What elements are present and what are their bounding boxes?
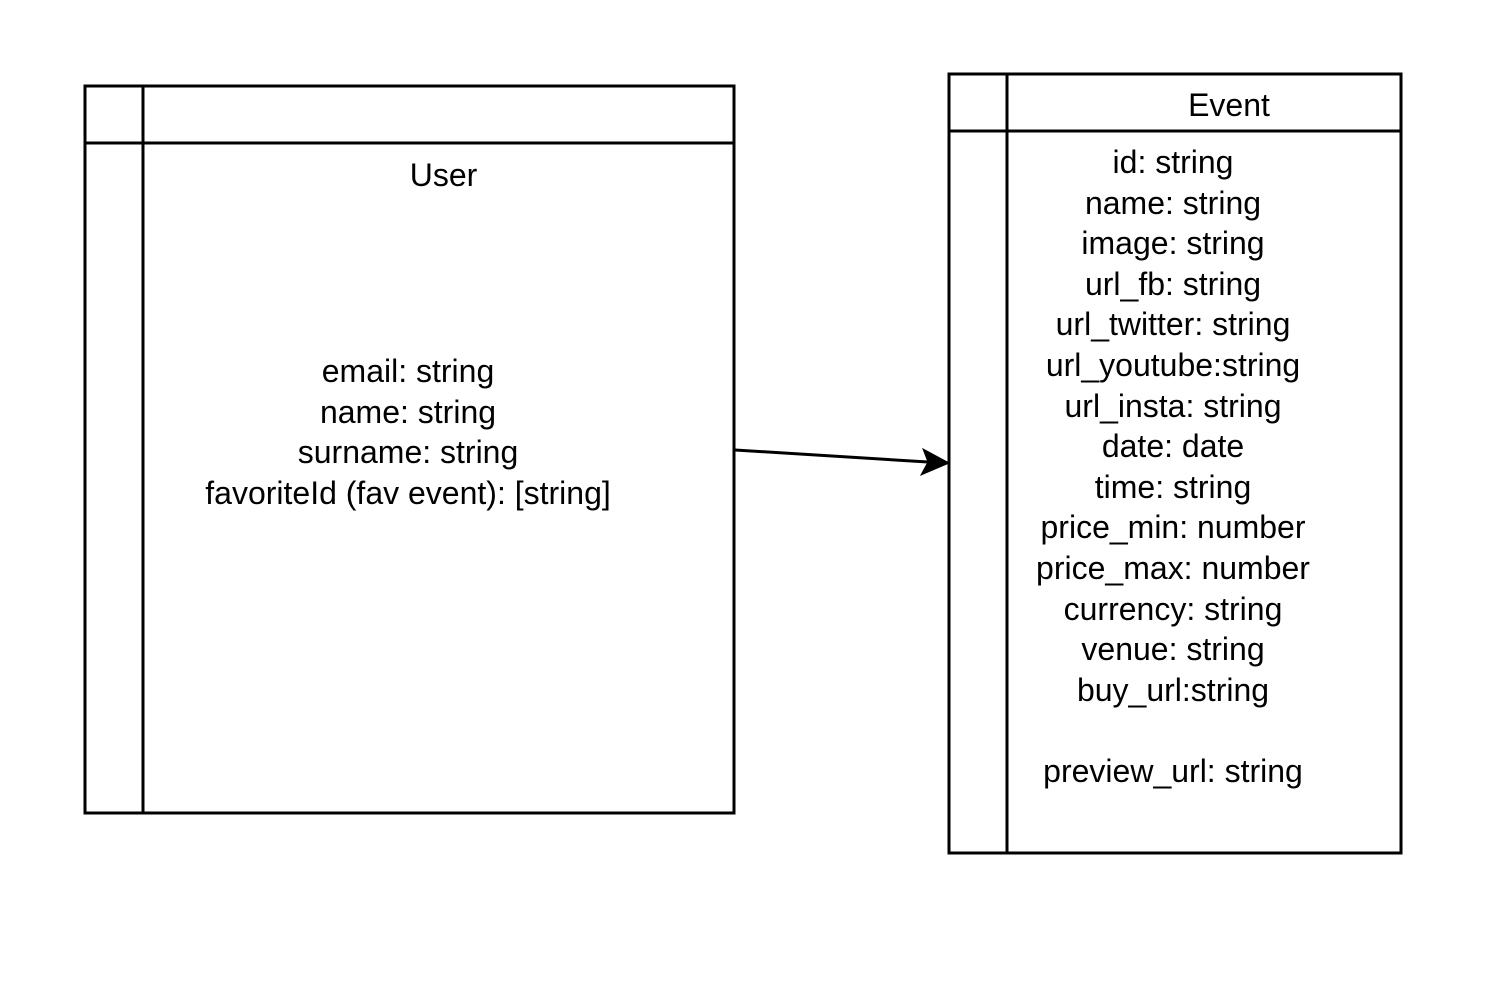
- user-outer-border: [83, 84, 736, 815]
- event-field-url-fb: url_fb: string: [1084, 265, 1262, 302]
- user-entity-box[interactable]: [83, 84, 736, 815]
- arrowhead-icon: [919, 447, 951, 477]
- user-field-name: name: string: [319, 393, 497, 430]
- event-field-url-insta: url_insta: string: [1064, 387, 1282, 424]
- event-field-price-min: price_min: number: [1040, 509, 1306, 546]
- event-field-url-youtube: url_youtube:string: [1045, 346, 1301, 383]
- event-entity-title: Event: [1188, 87, 1270, 123]
- event-field-time: time: string: [1094, 468, 1252, 505]
- event-field-list: id: string name: string image: string ur…: [974, 142, 1372, 792]
- event-field-price-max: price_max: number: [1036, 549, 1310, 586]
- event-field-id: id: string: [1112, 144, 1234, 180]
- user-field-email: email: string: [321, 353, 495, 389]
- user-entity-title: User: [409, 157, 478, 193]
- user-field-favorite-id: favoriteId (fav event): [string]: [205, 475, 611, 512]
- event-field-venue: venue: string: [1081, 631, 1265, 668]
- event-field-preview-url: preview_url: string: [1043, 752, 1303, 789]
- user-to-event-connector[interactable]: [734, 447, 951, 477]
- event-field-image: image: string: [1081, 225, 1265, 262]
- event-field-buy-url: buy_url:string: [1076, 671, 1270, 708]
- user-field-list: email: string name: string surname: stri…: [100, 351, 716, 514]
- connector-line: [734, 448, 929, 464]
- event-field-date: date: date: [1101, 428, 1245, 465]
- event-field-url-twitter: url_twitter: string: [1055, 306, 1291, 343]
- event-field-currency: currency: string: [1063, 590, 1283, 627]
- event-field-name: name: string: [1084, 184, 1262, 221]
- user-field-surname: surname: string: [297, 434, 519, 471]
